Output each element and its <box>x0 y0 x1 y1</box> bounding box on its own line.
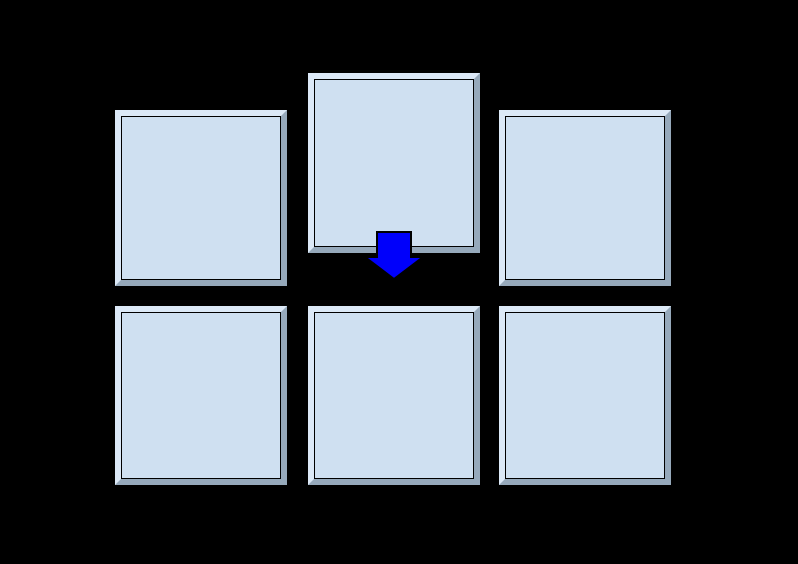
tile-bottom-left-face <box>121 312 281 479</box>
tile-top-left-face <box>121 116 281 280</box>
down-arrow-shape <box>364 231 424 280</box>
tile-bottom-middle <box>307 305 481 486</box>
tile-bottom-middle-face <box>314 312 474 479</box>
down-arrow-icon <box>364 231 424 280</box>
tile-top-right-face <box>505 116 665 280</box>
tile-bottom-left-bevel <box>115 306 287 485</box>
tile-bottom-right-face <box>505 312 665 479</box>
tile-top-middle <box>307 72 481 254</box>
tile-bottom-middle-bevel <box>308 306 480 485</box>
tile-bottom-right-bevel <box>499 306 671 485</box>
tile-top-left <box>114 109 288 287</box>
tile-top-right <box>498 109 672 287</box>
tile-top-middle-bevel <box>308 73 480 253</box>
tile-top-right-bevel <box>499 110 671 286</box>
tile-top-middle-face <box>314 79 474 247</box>
tile-bottom-left <box>114 305 288 486</box>
tile-bottom-right <box>498 305 672 486</box>
tile-top-left-bevel <box>115 110 287 286</box>
